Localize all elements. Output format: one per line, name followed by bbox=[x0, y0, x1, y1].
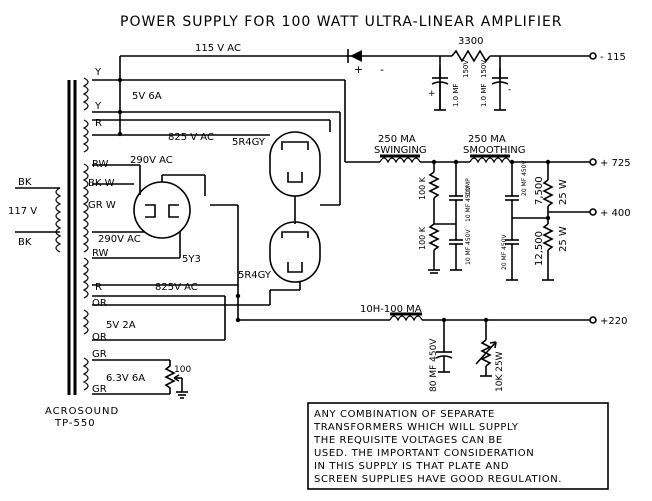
choke-10h bbox=[389, 312, 590, 322]
bias-diode bbox=[347, 49, 378, 63]
secondary-winding-290v bbox=[82, 163, 89, 253]
smoothing-choke bbox=[469, 154, 511, 164]
secondary-winding-5v6a bbox=[82, 77, 89, 111]
tube-5y3 bbox=[133, 181, 191, 239]
note-line-6: SCREEN SUPPLIES HAVE GOOD REGULATION. bbox=[314, 474, 562, 485]
label-tube-5r4gy-upper: 5R4GY bbox=[232, 137, 266, 148]
rectifier-wiring bbox=[92, 79, 390, 341]
bias-cap-2 bbox=[491, 68, 509, 111]
bias-cap-1 bbox=[431, 68, 449, 111]
swinging-choke bbox=[379, 154, 421, 164]
label-10k-25w: 10K 25W bbox=[495, 351, 505, 392]
note-box bbox=[307, 402, 609, 490]
label-3300: 3300 bbox=[458, 36, 483, 47]
label-10mf-upper: 10 MF 450V bbox=[465, 185, 472, 222]
label-5v-6a: 5V 6A bbox=[132, 91, 162, 102]
note-line-4: USED. THE IMPORTANT CONSIDERATION bbox=[314, 448, 534, 459]
terminal-400 bbox=[589, 208, 597, 216]
label-80mf: 80 MF 450V bbox=[429, 338, 439, 392]
diagram-title: POWER SUPPLY FOR 100 WATT ULTRA-LINEAR A… bbox=[120, 14, 563, 30]
filament-balance-pot bbox=[92, 359, 188, 399]
label-20mf-lower: 20 MF 450V bbox=[501, 233, 508, 270]
label-rw2: RW bbox=[92, 248, 109, 259]
divider-resistor-7500 bbox=[542, 162, 554, 224]
note-line-2: TRANSFORMERS WHICH WILL SUPPLY bbox=[313, 422, 519, 433]
label-tube-5y3: 5Y3 bbox=[182, 254, 201, 265]
note-line-1: ANY COMBINATION OF SEPARATE bbox=[314, 409, 495, 420]
label-plus-400: + 400 bbox=[600, 208, 631, 219]
label-12500-watts: 25 W bbox=[558, 226, 569, 252]
label-7500-watts: 25 W bbox=[558, 179, 569, 205]
label-10mf-lower: 10 MF 450V bbox=[465, 228, 472, 265]
label-y2: Y bbox=[94, 101, 102, 112]
secondary-winding-5v2a bbox=[82, 309, 89, 335]
label-20mf-upper: 20 MF 450V bbox=[521, 159, 528, 196]
label-cap2-mf: 1.0 MF bbox=[480, 84, 488, 107]
label-cap1-mf: 1.0 MF bbox=[452, 84, 460, 107]
label-swinging: SWINGING bbox=[374, 145, 427, 156]
label-bias-plus: + bbox=[428, 89, 436, 99]
label-plus-725: + 725 bbox=[600, 158, 631, 169]
filter-cap-20mf bbox=[505, 162, 548, 281]
secondary-winding-825v-lower bbox=[82, 257, 89, 299]
label-bk-top: BK bbox=[18, 177, 32, 188]
note-line-3: THE REQUISITE VOLTAGES CAN BE bbox=[313, 435, 503, 446]
tube-5r4gy-lower bbox=[269, 221, 321, 283]
bleeder-resistor-100k-upper bbox=[428, 162, 440, 224]
label-7500: 7,500 bbox=[534, 176, 545, 205]
label-comp: COMP bbox=[465, 178, 472, 196]
label-115v-ac: 115 V AC bbox=[195, 43, 241, 54]
primary-winding bbox=[55, 187, 62, 253]
label-smoothing: SMOOTHING bbox=[463, 145, 526, 156]
terminal-220 bbox=[589, 316, 597, 324]
label-6-3v-6a: 6.3V 6A bbox=[106, 373, 145, 384]
label-100k-lower: 100 K bbox=[418, 226, 427, 250]
label-r-top: R bbox=[95, 118, 102, 129]
label-or1: OR bbox=[92, 298, 107, 309]
label-cap2-v: 150V bbox=[480, 60, 488, 78]
label-100-ohm: 100 bbox=[174, 365, 191, 375]
terminal-725 bbox=[589, 158, 597, 166]
label-y1: Y bbox=[94, 67, 102, 78]
filter-cap-80mf bbox=[435, 320, 453, 373]
filter-cap-10mf bbox=[434, 162, 463, 271]
label-grw: GR W bbox=[88, 200, 116, 211]
label-117v: 117 V bbox=[8, 206, 37, 217]
junction-dots bbox=[117, 77, 551, 323]
label-r-bottom: R bbox=[95, 282, 102, 293]
label-825v-bottom: 825V AC bbox=[155, 282, 198, 293]
label-100k-upper: 100 K bbox=[418, 176, 427, 200]
note-line-5: IN THIS SUPPLY IS THAT PLATE AND bbox=[314, 461, 509, 472]
divider-resistor-12500 bbox=[542, 223, 554, 281]
label-gr1: GR bbox=[92, 349, 107, 360]
transformer-core bbox=[67, 80, 77, 395]
bleeder-resistor-100k-lower bbox=[428, 223, 440, 274]
label-5v-2a: 5V 2A bbox=[106, 320, 136, 331]
label-12500: 12,500 bbox=[534, 231, 545, 266]
tube-5r4gy-upper bbox=[269, 131, 321, 224]
label-bk-bottom: BK bbox=[18, 237, 32, 248]
secondary-winding-825v bbox=[82, 119, 89, 153]
label-bias-minus: - bbox=[508, 85, 511, 95]
label-diode-plus: + bbox=[354, 63, 363, 76]
label-cap1-v: 150V bbox=[462, 60, 470, 78]
regulator-resistor-10k bbox=[475, 320, 497, 377]
label-plus-220: +220 bbox=[600, 316, 627, 327]
label-10h-100ma: 10H-100 MA bbox=[360, 304, 422, 315]
label-minus-115: - 115 bbox=[600, 52, 626, 63]
label-tube-5r4gy-lower: 5R4GY bbox=[238, 270, 272, 281]
label-diode-minus: - bbox=[380, 63, 384, 76]
label-swinging-ma: 250 MA bbox=[378, 134, 416, 145]
label-or2: OR bbox=[92, 332, 107, 343]
label-acrosound: ACROSOUND bbox=[45, 406, 119, 417]
label-290v-bottom: 290V AC bbox=[98, 234, 141, 245]
label-290v-top: 290V AC bbox=[130, 155, 173, 166]
label-825v-top: 825 V AC bbox=[168, 132, 214, 143]
label-smoothing-ma: 250 MA bbox=[468, 134, 506, 145]
label-gr2: GR bbox=[92, 384, 107, 395]
terminal-minus-115 bbox=[589, 52, 597, 60]
label-tp550: TP-550 bbox=[54, 418, 96, 429]
secondary-winding-63v bbox=[82, 357, 89, 391]
